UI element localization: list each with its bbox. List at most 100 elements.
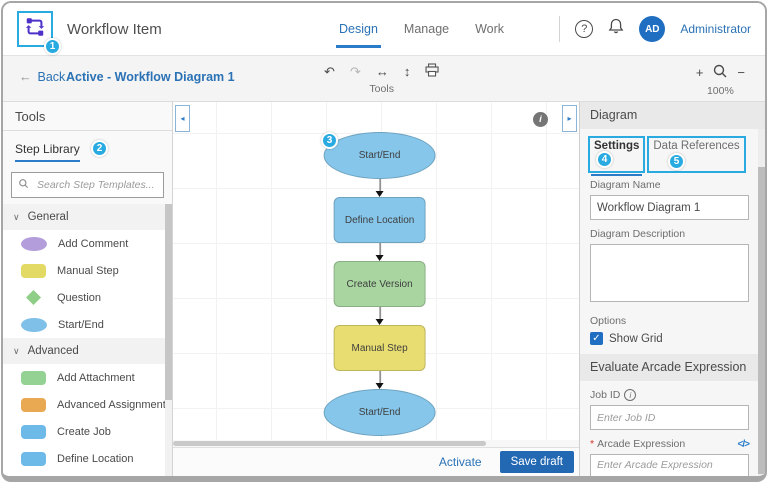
user-avatar[interactable]: AD [639, 16, 666, 42]
step-template-advanced-assignment[interactable]: Advanced Assignment [3, 391, 172, 418]
step-template-run-gp-service[interactable]: Run GP Service [3, 472, 172, 476]
header-divider [559, 16, 561, 42]
connector-line [379, 371, 381, 384]
step-shape-rect-icon [21, 370, 46, 385]
back-button[interactable]: ← Back [19, 70, 65, 84]
connector-arrowhead-icon [375, 191, 384, 197]
save-draft-button[interactable]: Save draft [499, 451, 574, 473]
step-template-create-job[interactable]: Create Job [3, 418, 172, 445]
tab-design[interactable]: Design [336, 3, 381, 55]
step-template-add-comment[interactable]: Add Comment [3, 230, 172, 257]
fit-width-icon[interactable]: ↔ [375, 63, 389, 79]
callout-3: 3 [321, 132, 338, 149]
header-actions: ? AD Administrator [559, 16, 751, 42]
step-shape-rect-icon [21, 424, 46, 439]
fit-height-icon[interactable]: ↕ [403, 63, 411, 79]
diagram-panel: Diagram Settings Data References 4 5 Dia… [579, 102, 765, 476]
diagram-toolbar: ← Back Active - Workflow Diagram 1 ↶ ↷ ↔… [3, 56, 765, 102]
canvas-horizontal-scrollbar[interactable] [173, 440, 579, 447]
section-header-advanced[interactable]: ∨Advanced [3, 338, 172, 364]
flow-node-manual-step-3[interactable]: Manual Step [333, 325, 426, 371]
tab-manage[interactable]: Manage [403, 22, 450, 36]
required-asterisk: * [590, 438, 595, 450]
connector-arrowhead-icon [375, 383, 384, 389]
redo-icon[interactable]: ↷ [349, 63, 361, 79]
undo-icon[interactable]: ↶ [324, 63, 335, 79]
step-template-label: Add Attachment [57, 371, 135, 384]
workflow-manager-logo[interactable]: 1 [17, 11, 61, 55]
step-template-label: Add Comment [58, 237, 129, 250]
flow-node-create-version-2[interactable]: Create Version [333, 261, 426, 307]
step-template-question[interactable]: Question [3, 284, 172, 311]
panel-scrollbar[interactable] [758, 129, 765, 476]
connector-arrow [374, 371, 386, 389]
job-id-info-icon: i [624, 389, 637, 401]
job-id-label: Job ID [590, 389, 621, 401]
step-template-label: Advanced Assignment [57, 398, 166, 411]
zoom-in-icon[interactable]: + [695, 65, 704, 80]
arcade-expression-textarea[interactable] [590, 454, 749, 476]
connector-arrow [374, 179, 386, 197]
arcade-textarea-wrap [590, 454, 749, 476]
flow-node-start-end-0[interactable]: Start/End [323, 132, 436, 179]
tab-work[interactable]: Work [475, 22, 505, 36]
section-header-general[interactable]: ∨General [3, 204, 172, 230]
canvas-info-icon[interactable]: i [533, 112, 548, 127]
workflow-loop-icon [24, 16, 46, 43]
callout-5: 5 [668, 153, 685, 170]
tab-data-references[interactable]: Data References [647, 136, 746, 173]
step-template-add-attachment[interactable]: Add Attachment [3, 364, 172, 391]
panel-title: Diagram [580, 102, 765, 129]
step-template-manual-step[interactable]: Manual Step [3, 257, 172, 284]
user-name[interactable]: Administrator [680, 22, 751, 36]
app-header: 1 Workflow Item Design Manage Work ? AD … [3, 3, 765, 56]
chevron-down-icon: ∨ [13, 211, 20, 222]
diagram-description-textarea[interactable] [590, 244, 749, 302]
tab-step-library[interactable]: Step Library [15, 142, 80, 162]
callout-4: 4 [596, 151, 613, 168]
flow-node-define-location-1[interactable]: Define Location [333, 197, 426, 243]
page-title: Workflow Item [67, 20, 162, 38]
collapse-right-panel-button[interactable]: ▸ [562, 105, 577, 132]
show-grid-checkbox[interactable]: ✓ [590, 332, 603, 345]
step-template-define-location[interactable]: Define Location [3, 445, 172, 472]
diagram-name-label: Diagram Name [590, 179, 661, 191]
callout-2: 2 [91, 140, 108, 157]
search-icon [18, 176, 29, 194]
zoom-out-icon[interactable]: − [737, 65, 745, 80]
step-search-box [11, 172, 164, 198]
step-template-label: Start/End [58, 318, 104, 331]
breadcrumb: Active - Workflow Diagram 1 [66, 70, 235, 84]
activate-button[interactable]: Activate [438, 455, 482, 469]
arcade-section-title: Evaluate Arcade Expression [580, 354, 765, 381]
step-shape-ellipse-icon [21, 317, 47, 332]
job-id-input[interactable] [590, 405, 749, 430]
collapse-left-panel-button[interactable]: ◂ [175, 105, 190, 132]
step-search-input[interactable] [35, 178, 157, 192]
zoom-group: + − 100% [696, 63, 745, 97]
sidebar-scrollbar[interactable] [165, 204, 172, 476]
sidebar-tab-row: Step Library 2 [3, 131, 172, 165]
step-template-start-end[interactable]: Start/End [3, 311, 172, 338]
panel-body: Settings Data References 4 5 Diagram Nam… [580, 129, 765, 476]
notifications-bell-icon[interactable] [608, 18, 624, 40]
back-arrow-icon: ← [19, 70, 32, 84]
step-shape-rect-icon [21, 397, 46, 412]
print-icon[interactable] [425, 63, 439, 80]
header-tabs: Design Manage Work [336, 3, 505, 55]
chevron-down-icon: ∨ [13, 345, 20, 356]
connector-arrow [374, 243, 386, 261]
tools-group: ↶ ↷ ↔ ↕ Tools [324, 63, 439, 95]
flow-node-start-end-4[interactable]: Start/End [323, 389, 436, 436]
code-editor-icon[interactable]: </> [737, 438, 751, 450]
tab-settings[interactable]: Settings [587, 136, 646, 176]
connector-line [379, 179, 381, 192]
diagram-name-input[interactable] [590, 195, 749, 220]
step-template-label: Manual Step [57, 264, 119, 277]
help-icon[interactable]: ? [575, 20, 594, 38]
magnifier-icon[interactable] [712, 63, 728, 82]
